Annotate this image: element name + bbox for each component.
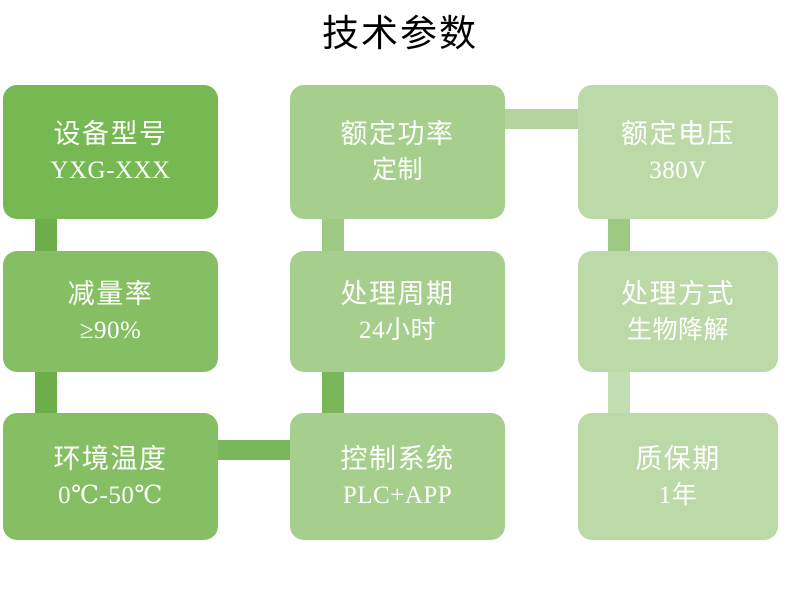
param-value: 380V <box>649 157 707 184</box>
param-value: YXG-XXX <box>50 157 171 184</box>
param-label: 环境温度 <box>53 443 168 474</box>
param-value: 定制 <box>371 157 423 184</box>
param-value: PLC+APP <box>342 481 453 509</box>
param-card-treatment-method[interactable]: 处理方式 生物降解 <box>578 251 778 372</box>
param-label: 设备型号 <box>53 119 168 149</box>
param-card-rated-power[interactable]: 额定功率 定制 <box>290 85 505 219</box>
param-label: 额定功率 <box>340 119 455 149</box>
param-value: 24小时 <box>358 316 436 344</box>
param-card-reduction-rate[interactable]: 减量率 ≥90% <box>3 251 218 372</box>
param-card-control-system[interactable]: 控制系统 PLC+APP <box>290 413 505 540</box>
param-card-ambient-temperature[interactable]: 环境温度 0℃-50℃ <box>3 413 218 540</box>
page-title: 技术参数 <box>322 14 478 55</box>
param-card-rated-voltage[interactable]: 额定电压 380V <box>578 85 778 219</box>
param-label: 额定电压 <box>621 119 735 149</box>
param-value: 1年 <box>658 481 698 509</box>
param-card-warranty-period[interactable]: 质保期 1年 <box>578 413 778 540</box>
param-label: 处理周期 <box>340 278 455 309</box>
param-value: ≥90% <box>79 316 142 344</box>
param-card-device-model[interactable]: 设备型号 YXG-XXX <box>3 85 218 219</box>
param-label: 减量率 <box>67 278 154 309</box>
param-label: 质保期 <box>635 443 721 474</box>
param-value: 0℃-50℃ <box>58 481 163 509</box>
param-value: 生物降解 <box>626 316 729 344</box>
param-label: 控制系统 <box>340 443 455 474</box>
param-card-treatment-cycle[interactable]: 处理周期 24小时 <box>290 251 505 372</box>
param-label: 处理方式 <box>621 278 735 309</box>
